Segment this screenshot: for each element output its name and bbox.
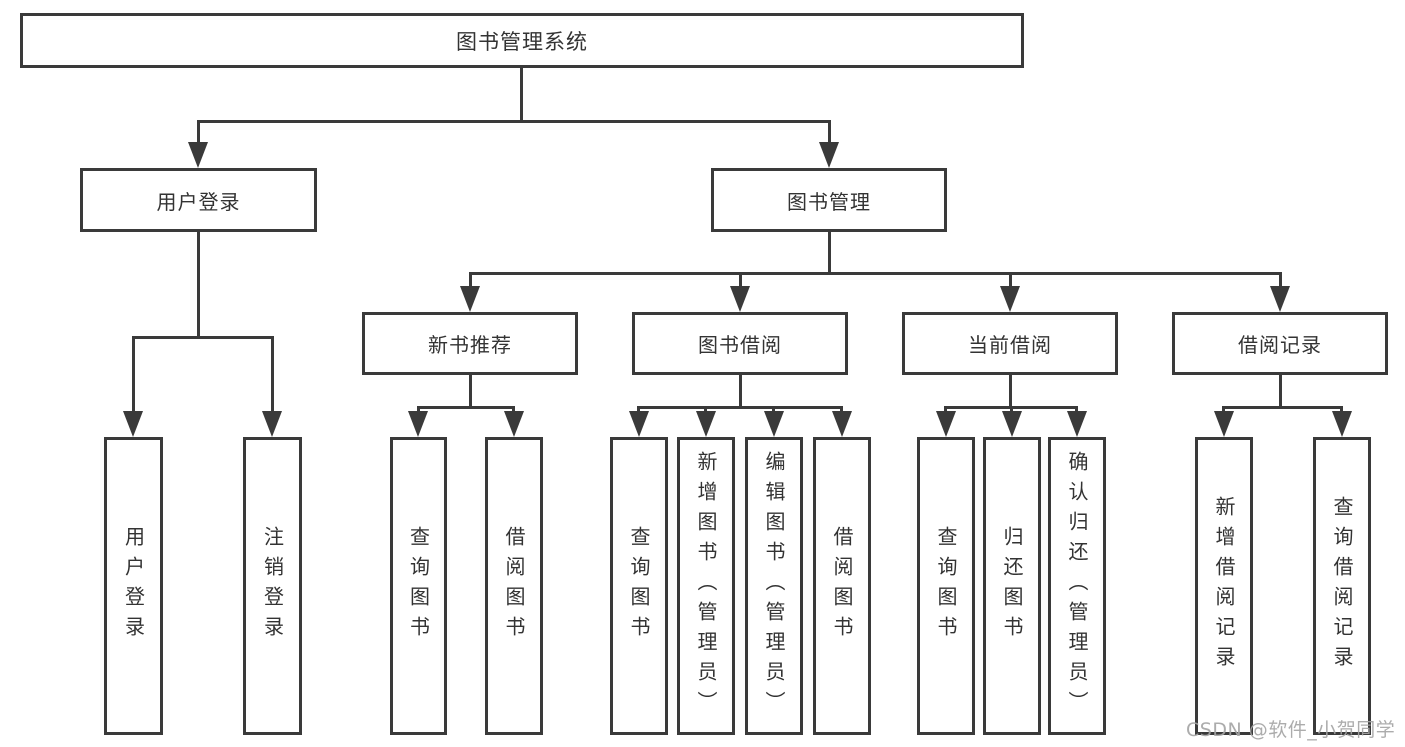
arrowhead-down xyxy=(1002,411,1022,437)
connector-line xyxy=(828,120,831,146)
arrowhead-down xyxy=(764,411,784,437)
arrowhead-down xyxy=(819,142,839,168)
connector-line xyxy=(1010,406,1013,414)
node-query-borrow-record: 查询借阅记录 xyxy=(1313,437,1371,735)
connector-line xyxy=(512,406,515,414)
node-label: 新增借阅记录 xyxy=(1212,496,1236,676)
connector-line xyxy=(840,406,843,414)
arrowhead-down xyxy=(1214,411,1234,437)
node-label: 用户登录 xyxy=(156,189,241,214)
node-label: 查询借阅记录 xyxy=(1330,496,1354,676)
connector-line xyxy=(1340,406,1343,414)
connector-line xyxy=(417,406,515,409)
connector-line xyxy=(1279,272,1282,288)
node-user-login: 用户登录 xyxy=(80,168,317,232)
node-logout: 注销登录 xyxy=(243,437,302,735)
node-label: 注销登录 xyxy=(260,526,285,646)
connector-line xyxy=(1009,373,1012,409)
arrowhead-down xyxy=(1067,411,1087,437)
connector-line xyxy=(944,406,947,414)
node-current-borrowing: 当前借阅 xyxy=(902,312,1118,375)
node-edit-books-admin: 编辑图书（管理员） xyxy=(745,437,803,735)
connector-line xyxy=(469,272,1282,275)
connector-line xyxy=(1075,406,1078,414)
node-borrowing-records: 借阅记录 xyxy=(1172,312,1388,375)
arrowhead-down xyxy=(936,411,956,437)
connector-line xyxy=(469,272,472,288)
csdn-watermark: CSDN @软件_小贺同学 xyxy=(1186,719,1396,741)
node-label: 用户登录 xyxy=(121,526,146,646)
arrowhead-down xyxy=(1000,286,1020,312)
node-book-borrowing: 图书借阅 xyxy=(632,312,848,375)
node-add-borrow-record: 新增借阅记录 xyxy=(1195,437,1253,735)
node-label: 查询图书 xyxy=(627,526,651,646)
node-label: 确认归还（管理员） xyxy=(1065,451,1089,721)
arrowhead-down xyxy=(262,411,282,437)
connector-line xyxy=(637,406,640,414)
connector-line xyxy=(739,373,742,409)
arrowhead-down xyxy=(1270,286,1290,312)
arrowhead-down xyxy=(504,411,524,437)
node-add-books-admin: 新增图书（管理员） xyxy=(677,437,735,735)
connector-line xyxy=(197,120,200,146)
arrowhead-down xyxy=(832,411,852,437)
node-label: 查询图书 xyxy=(934,526,958,646)
connector-line xyxy=(197,229,200,339)
arrowhead-down xyxy=(629,411,649,437)
connector-line xyxy=(520,66,523,120)
node-book-management: 图书管理 xyxy=(711,168,947,232)
node-label: 当前借阅 xyxy=(968,333,1052,357)
node-borrowing-borrow-books: 借阅图书 xyxy=(813,437,871,735)
connector-line xyxy=(1222,406,1343,409)
arrowhead-down xyxy=(730,286,750,312)
node-library-system: 图书管理系统 xyxy=(20,13,1024,68)
connector-line xyxy=(1222,406,1225,414)
connector-line xyxy=(469,373,472,409)
node-label: 图书借阅 xyxy=(698,333,782,357)
connector-line xyxy=(637,406,843,409)
connector-line xyxy=(1279,373,1282,409)
connector-line xyxy=(417,406,420,414)
node-recommend-query-books: 查询图书 xyxy=(390,437,447,735)
node-label: 借阅记录 xyxy=(1238,333,1322,357)
connector-line xyxy=(132,336,274,339)
connector-line xyxy=(132,336,135,414)
connector-line xyxy=(704,406,707,414)
connector-line xyxy=(1009,272,1012,288)
connector-line xyxy=(197,120,831,123)
node-label: 新书推荐 xyxy=(428,333,512,357)
arrowhead-down xyxy=(123,411,143,437)
node-label: 图书管理系统 xyxy=(456,29,588,54)
node-label: 编辑图书（管理员） xyxy=(762,451,786,721)
node-confirm-return-admin: 确认归还（管理员） xyxy=(1048,437,1106,735)
node-label: 借阅图书 xyxy=(830,526,854,646)
node-recommend-borrow-books: 借阅图书 xyxy=(485,437,543,735)
arrowhead-down xyxy=(1332,411,1352,437)
node-user-login-action: 用户登录 xyxy=(104,437,163,735)
node-label: 查询图书 xyxy=(406,526,431,646)
node-borrowing-query-books: 查询图书 xyxy=(610,437,668,735)
node-label: 图书管理 xyxy=(787,189,871,214)
arrowhead-down xyxy=(696,411,716,437)
arrowhead-down xyxy=(460,286,480,312)
node-new-book-recommend: 新书推荐 xyxy=(362,312,578,375)
connector-line xyxy=(271,336,274,414)
connector-line xyxy=(739,272,742,288)
node-label: 借阅图书 xyxy=(502,526,526,646)
connector-line xyxy=(772,406,775,414)
arrowhead-down xyxy=(408,411,428,437)
node-current-query-books: 查询图书 xyxy=(917,437,975,735)
connector-line xyxy=(828,229,831,275)
node-label: 归还图书 xyxy=(1000,526,1024,646)
node-label: 新增图书（管理员） xyxy=(694,451,718,721)
node-return-books: 归还图书 xyxy=(983,437,1041,735)
arrowhead-down xyxy=(188,142,208,168)
